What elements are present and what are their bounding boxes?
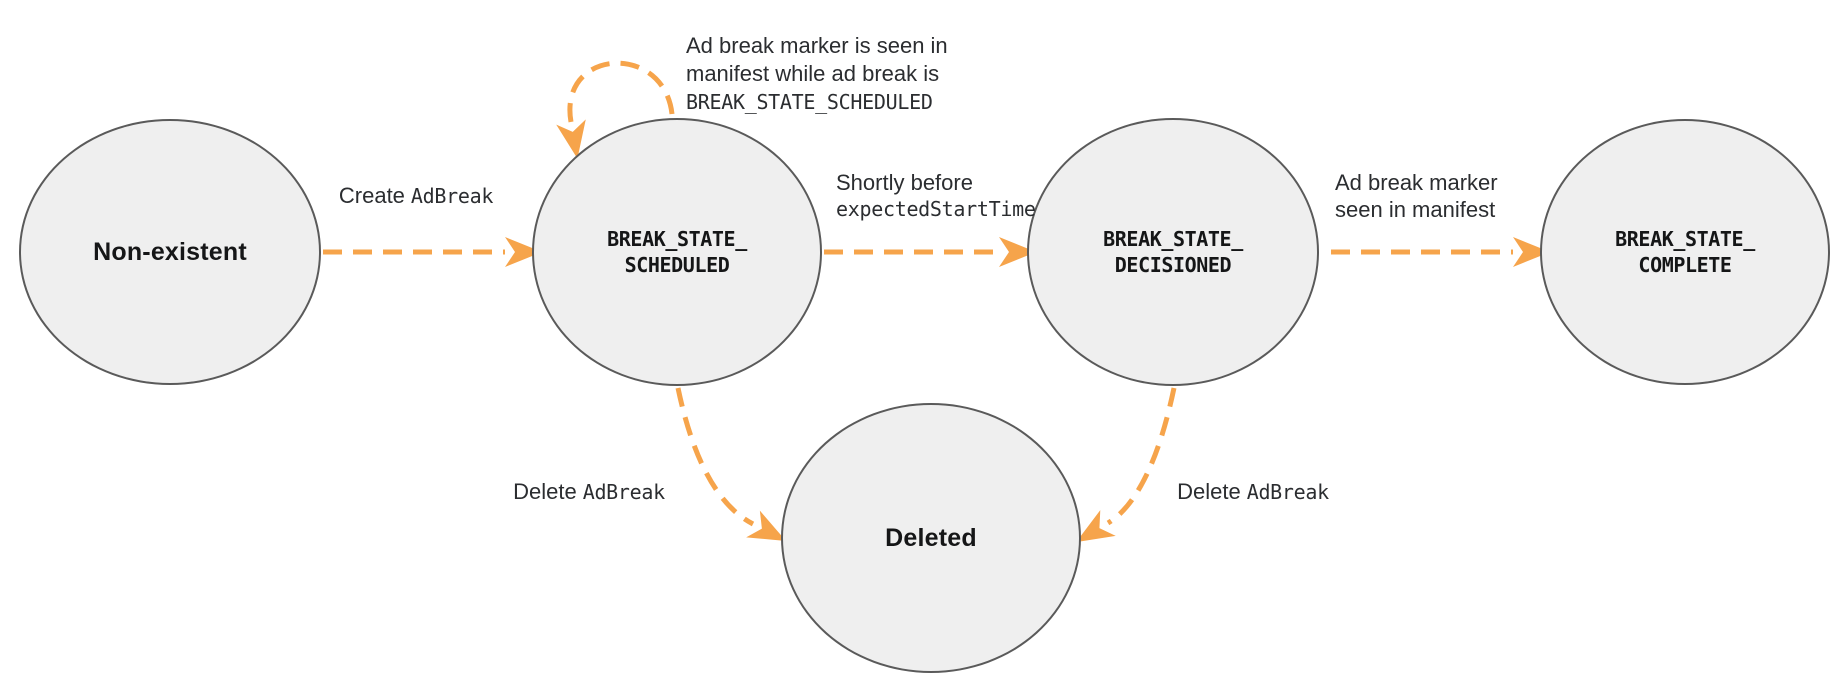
state-node-break-state-scheduled: BREAK_STATE_ SCHEDULED xyxy=(532,118,822,386)
edge-scheduled-self-loop xyxy=(556,60,675,159)
edge-scheduled-to-deleted xyxy=(675,387,787,541)
edge-label-marker-seen: Ad break marker seen in manifest xyxy=(1335,170,1498,222)
state-node-break-state-decisioned: BREAK_STATE_ DECISIONED xyxy=(1027,118,1319,386)
state-node-label: Deleted xyxy=(885,523,977,552)
edge-decisioned-to-deleted xyxy=(1076,387,1177,543)
state-node-label: BREAK_STATE_ COMPLETE xyxy=(1615,227,1755,277)
edge-label-scheduled-self-loop: Ad break marker is seen in manifest whil… xyxy=(686,33,948,114)
edge-label-shortly-before: Shortly before expectedStartTime xyxy=(836,170,1036,221)
state-node-break-state-complete: BREAK_STATE_ COMPLETE xyxy=(1540,119,1830,385)
state-node-label: BREAK_STATE_ DECISIONED xyxy=(1103,227,1243,277)
state-node-label: BREAK_STATE_ SCHEDULED xyxy=(607,227,747,277)
state-node-label: Non-existent xyxy=(93,237,247,266)
state-node-deleted: Deleted xyxy=(781,403,1081,673)
state-node-non-existent: Non-existent xyxy=(19,119,321,385)
